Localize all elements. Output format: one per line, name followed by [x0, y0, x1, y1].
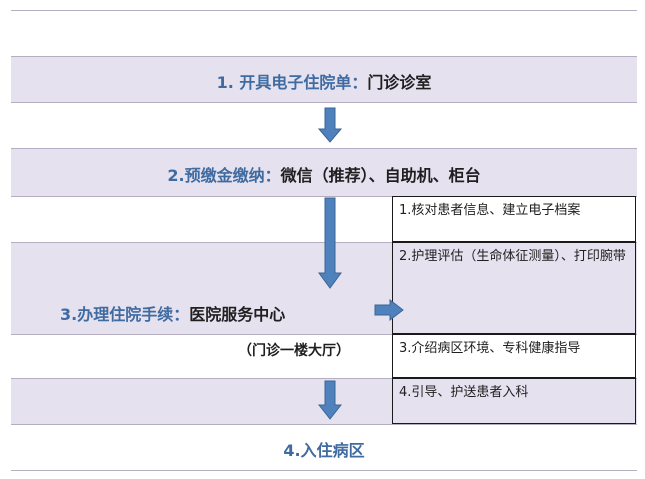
- task-box-3: 3.介绍病区环境、专科健康指导: [392, 334, 636, 378]
- step-4-label: 4.入住病区: [11, 437, 637, 461]
- step-3-band: [11, 242, 637, 334]
- step-title: 预缴金缴纳：: [184, 166, 281, 185]
- step-detail: 微信（推荐）、自助机、柜台: [280, 166, 481, 185]
- step-title: 入住病区: [300, 441, 365, 460]
- step-2-band: [11, 148, 637, 196]
- step-1-label: 1. 开具电子住院单：门诊诊室: [11, 69, 637, 93]
- right-arrow-to-tasks: [374, 299, 404, 321]
- step-2-label: 2.预缴金缴纳：微信（推荐）、自助机、柜台: [11, 162, 637, 186]
- divider-line: [11, 10, 637, 11]
- task-text: 3.介绍病区环境、专科健康指导: [399, 341, 581, 356]
- divider-line: [11, 470, 637, 471]
- step-detail: 医院服务中心: [189, 305, 286, 324]
- step-title: 办理住院手续：: [77, 305, 190, 324]
- task-text: 4.引导、护送患者入科: [399, 385, 529, 400]
- divider-line: [11, 242, 637, 243]
- divider-line: [11, 102, 637, 103]
- step-number: 2.: [167, 166, 185, 185]
- divider-line: [11, 148, 637, 149]
- down-arrow-1-to-2: [318, 107, 342, 143]
- step-number: 4.: [283, 441, 301, 460]
- step-number: 1.: [216, 73, 234, 92]
- step-3-subdetail: （门诊一楼大厅）: [238, 343, 350, 359]
- task-box-4: 4.引导、护送患者入科: [392, 378, 636, 424]
- task-text: 1.核对患者信息、建立电子档案: [399, 203, 581, 218]
- divider-line: [11, 56, 637, 57]
- step-detail: 门诊诊室: [367, 73, 432, 92]
- step-number: 3.: [60, 305, 78, 324]
- down-arrow-2-to-3: [318, 197, 342, 289]
- step-3-label: 3.办理住院手续：医院服务中心: [60, 301, 285, 325]
- divider-line: [11, 424, 637, 425]
- task-box-1: 1.核对患者信息、建立电子档案: [392, 196, 636, 242]
- divider-line: [11, 378, 637, 379]
- task-text: 2.护理评估（生命体征测量）、打印腕带: [399, 249, 626, 264]
- step-4-band: [11, 378, 637, 424]
- divider-line: [11, 334, 637, 335]
- step-title: 开具电子住院单：: [239, 73, 368, 92]
- divider-line: [11, 196, 637, 197]
- step-1-band: [11, 56, 637, 102]
- task-box-2: 2.护理评估（生命体征测量）、打印腕带: [392, 242, 636, 334]
- down-arrow-3-to-4: [318, 380, 342, 420]
